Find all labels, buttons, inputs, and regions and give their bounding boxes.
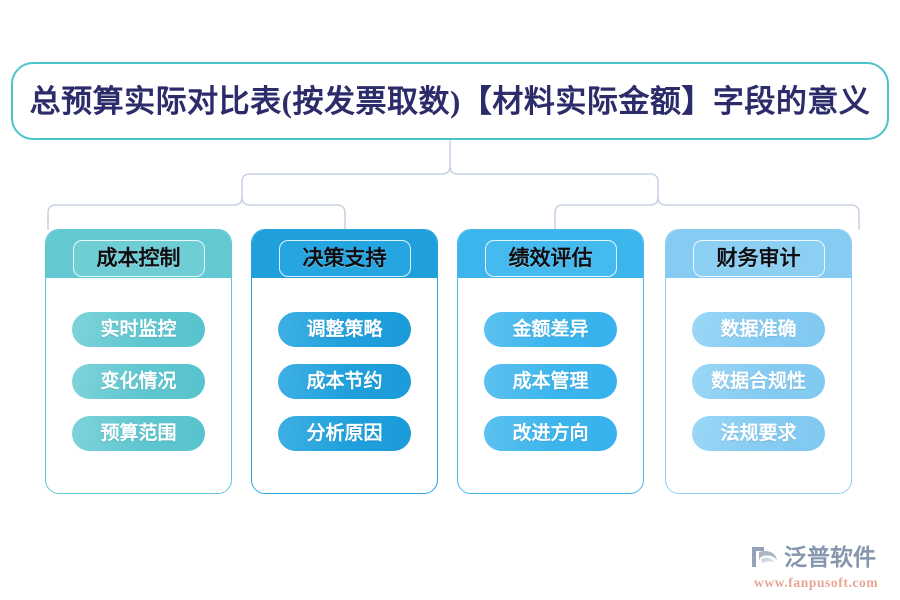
branch-item-pill[interactable]: 实时监控 (72, 312, 205, 347)
branch-items-cost-control: 实时监控 变化情况 预算范围 (46, 278, 231, 493)
branch-item-pill[interactable]: 法规要求 (692, 416, 825, 451)
brand-url: www.fanpusoft.com (754, 575, 879, 590)
branch-item-pill[interactable]: 调整策略 (278, 312, 411, 347)
branch-item-pill[interactable]: 成本管理 (484, 364, 617, 399)
diagram-title-box: 总预算实际对比表(按发票取数)【材料实际金额】字段的意义 (11, 62, 889, 140)
branch-item-label: 数据准确 (720, 319, 797, 340)
branch-item-label: 法规要求 (720, 423, 797, 444)
page-title: 总预算实际对比表(按发票取数)【材料实际金额】字段的意义 (29, 83, 871, 119)
brand-watermark: 泛普软件 www.fanpusoft.com (750, 541, 892, 591)
brand-row: 泛普软件 (750, 541, 892, 573)
branch-item-label: 实时监控 (100, 319, 177, 340)
branch-item-pill[interactable]: 金额差异 (484, 312, 617, 347)
branch-item-label: 预算范围 (100, 423, 177, 444)
branch-header-financial-audit: 财务审计 (666, 230, 851, 278)
branch-header-decision-support: 决策支持 (252, 230, 437, 278)
branch-item-label: 数据合规性 (710, 371, 806, 392)
branch-items-decision-support: 调整策略 成本节约 分析原因 (252, 278, 437, 493)
branch-header-inner: 成本控制 (72, 240, 205, 277)
branch-item-pill[interactable]: 数据准确 (692, 312, 825, 347)
branch-item-pill[interactable]: 成本节约 (278, 364, 411, 399)
branch-item-pill[interactable]: 数据合规性 (692, 364, 825, 399)
branch-item-label: 改进方向 (512, 423, 589, 444)
branch-card-financial-audit[interactable]: 财务审计 数据准确 数据合规性 法规要求 (665, 229, 852, 494)
branch-header-performance-evaluation: 绩效评估 (458, 230, 643, 278)
branch-items-performance-evaluation: 金额差异 成本管理 改进方向 (458, 278, 643, 493)
fanpu-logo-icon (752, 547, 777, 567)
branch-title: 成本控制 (96, 246, 181, 270)
branch-title: 绩效评估 (508, 246, 593, 270)
branch-item-label: 成本管理 (512, 371, 589, 392)
branch-card-cost-control[interactable]: 成本控制 实时监控 变化情况 预算范围 (45, 229, 232, 494)
branch-header-inner: 财务审计 (692, 240, 825, 277)
branch-card-performance-evaluation[interactable]: 绩效评估 金额差异 成本管理 改进方向 (457, 229, 644, 494)
branch-item-label: 调整策略 (306, 319, 383, 340)
branch-item-pill[interactable]: 预算范围 (72, 416, 205, 451)
branch-header-inner: 绩效评估 (484, 240, 617, 277)
branch-item-label: 变化情况 (100, 371, 177, 392)
branch-header-inner: 决策支持 (278, 240, 411, 277)
branch-item-label: 金额差异 (512, 319, 589, 340)
branch-card-decision-support[interactable]: 决策支持 调整策略 成本节约 分析原因 (251, 229, 438, 494)
branch-cards: 成本控制 实时监控 变化情况 预算范围 决策支持 (0, 229, 900, 495)
branch-item-label: 分析原因 (306, 423, 383, 444)
branch-header-cost-control: 成本控制 (46, 230, 231, 278)
branch-item-pill[interactable]: 分析原因 (278, 416, 411, 451)
branch-title: 财务审计 (716, 246, 801, 270)
branch-item-pill[interactable]: 变化情况 (72, 364, 205, 399)
branch-title: 决策支持 (302, 246, 387, 270)
branch-items-financial-audit: 数据准确 数据合规性 法规要求 (666, 278, 851, 493)
branch-item-pill[interactable]: 改进方向 (484, 416, 617, 451)
brand-name: 泛普软件 (784, 544, 876, 570)
branch-item-label: 成本节约 (306, 371, 383, 392)
